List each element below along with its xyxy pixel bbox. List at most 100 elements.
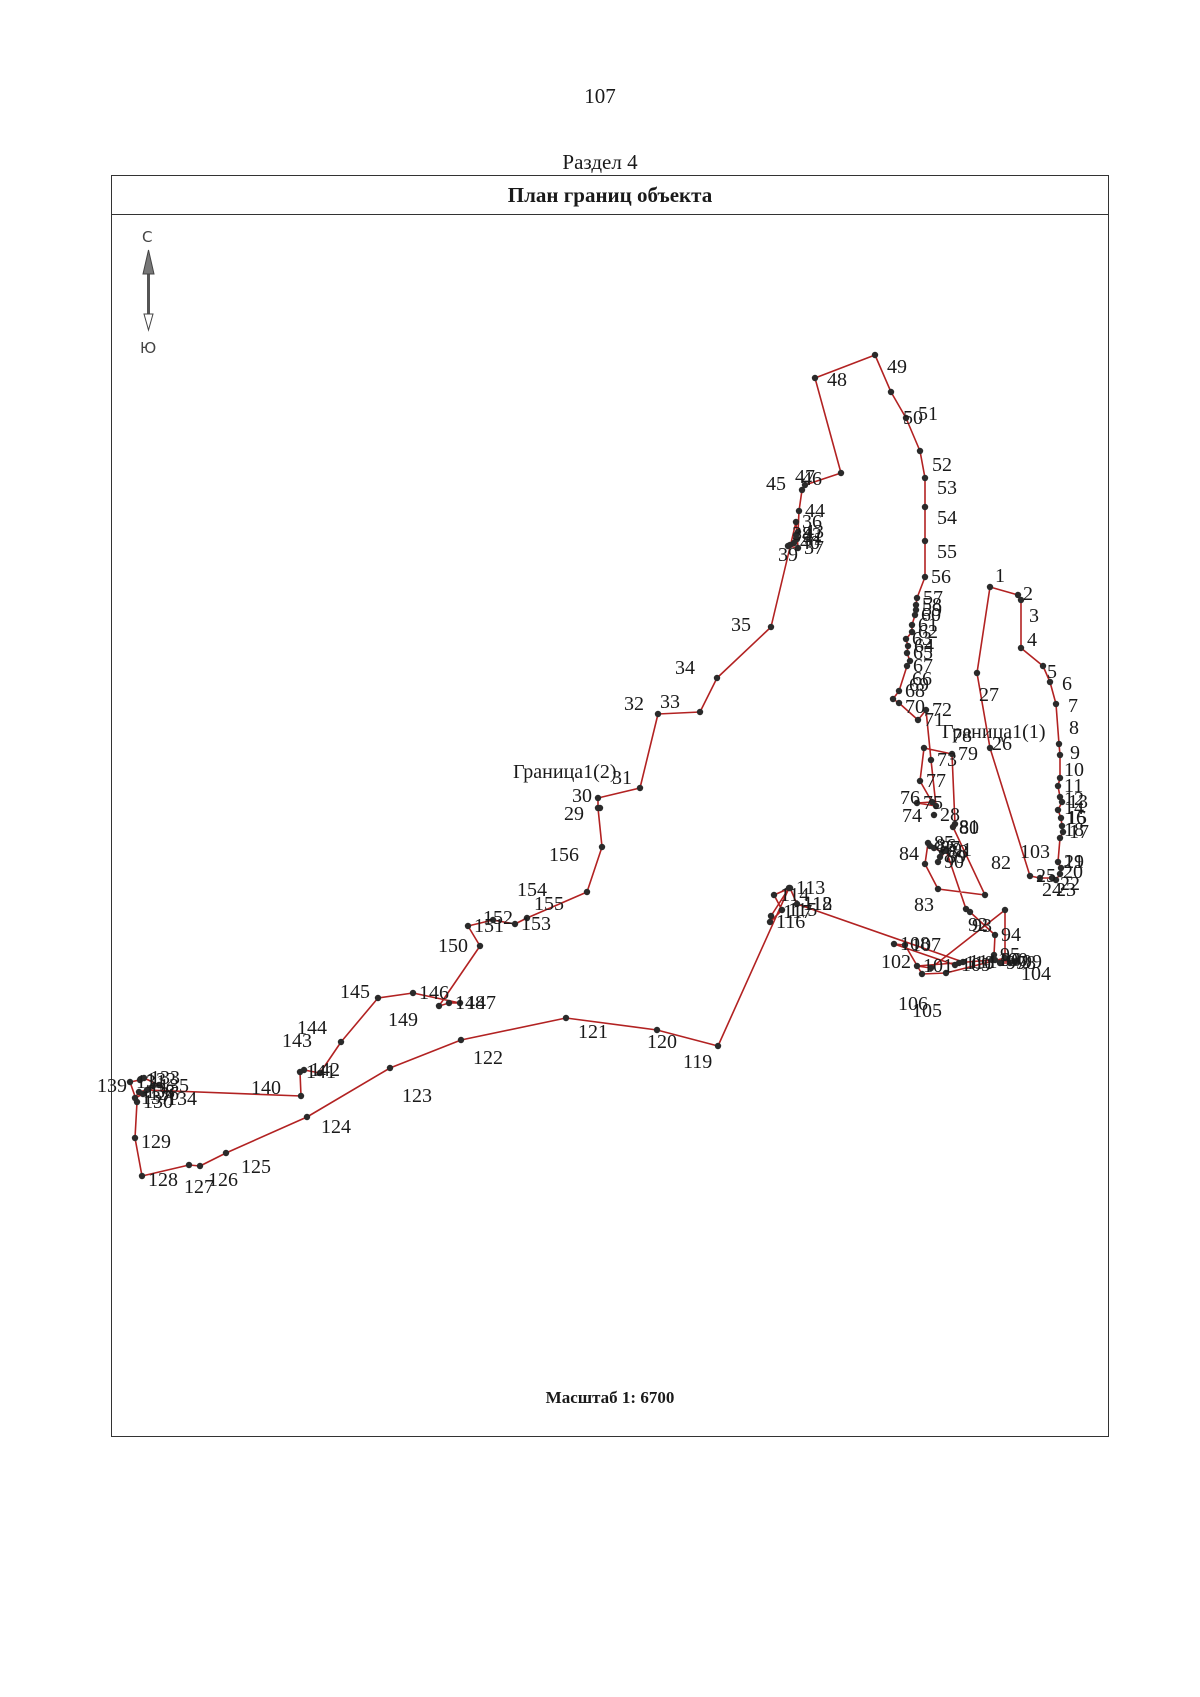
vertex-label-55: 55 bbox=[937, 541, 957, 563]
vertex-label-4: 4 bbox=[1027, 629, 1037, 651]
vertex-label-127: 127 bbox=[184, 1176, 214, 1198]
vertex-point-100 bbox=[988, 956, 996, 964]
vertex-point-56 bbox=[921, 573, 929, 581]
vertex-label-122: 122 bbox=[473, 1047, 503, 1069]
vertex-label-129: 129 bbox=[141, 1131, 171, 1153]
vertex-point-33 bbox=[696, 708, 704, 716]
vertex-point-84 bbox=[921, 860, 929, 868]
vertex-label-33: 33 bbox=[660, 691, 680, 713]
vertex-label-43: 43 bbox=[804, 521, 824, 543]
vertex-label-71: 71 bbox=[924, 709, 944, 731]
vertex-label-100: 100 bbox=[998, 949, 1028, 971]
vertex-label-128: 128 bbox=[148, 1169, 178, 1191]
vertex-point-81 bbox=[949, 823, 957, 831]
vertex-label-131: 131 bbox=[136, 1071, 166, 1093]
vertex-point-77 bbox=[916, 777, 924, 785]
vertex-label-151: 151 bbox=[474, 915, 504, 937]
vertex-point-60 bbox=[911, 611, 919, 619]
vertex-point-154 bbox=[523, 914, 531, 922]
vertex-point-114 bbox=[770, 891, 778, 899]
vertex-point-122 bbox=[457, 1036, 465, 1044]
vertex-point-107 bbox=[901, 941, 909, 949]
vertex-point-51 bbox=[902, 414, 910, 422]
vertex-point-101 bbox=[913, 962, 921, 970]
page-number: 107 bbox=[584, 84, 616, 108]
vertex-point-52 bbox=[916, 447, 924, 455]
vertex-label-26: 26 bbox=[992, 733, 1012, 755]
vertex-point-126 bbox=[196, 1162, 204, 1170]
vertex-point-140 bbox=[297, 1092, 305, 1100]
vertex-point-156 bbox=[598, 843, 606, 851]
vertex-label-134: 134 bbox=[167, 1088, 197, 1110]
vertex-point-61 bbox=[908, 621, 916, 629]
vertex-point-9 bbox=[1056, 751, 1064, 759]
vertex-point-118 bbox=[785, 884, 793, 892]
vertex-point-20 bbox=[1057, 864, 1065, 872]
vertex-point-95 bbox=[990, 951, 998, 959]
vertex-point-50 bbox=[887, 388, 895, 396]
vertex-point-117 bbox=[767, 912, 775, 920]
vertex-point-5 bbox=[1039, 662, 1047, 670]
vertex-point-73 bbox=[927, 756, 935, 764]
vertex-label-82: 82 bbox=[991, 852, 1011, 874]
vertex-point-6 bbox=[1046, 678, 1054, 686]
vertex-point-57 bbox=[913, 594, 921, 602]
vertex-point-69 bbox=[889, 695, 897, 703]
vertex-label-145: 145 bbox=[340, 981, 370, 1003]
vertex-label-139: 139 bbox=[97, 1075, 127, 1097]
vertex-point-83 bbox=[934, 885, 942, 893]
vertex-label-110: 110 bbox=[965, 952, 994, 974]
vertex-point-137 bbox=[131, 1094, 139, 1102]
vertex-label-41: 41 bbox=[803, 528, 823, 550]
vertex-label-146: 146 bbox=[419, 982, 449, 1004]
vertex-point-78 bbox=[920, 744, 928, 752]
vertex-label-2: 2 bbox=[1023, 583, 1033, 605]
vertex-point-14 bbox=[1054, 806, 1062, 814]
vertex-label-102: 102 bbox=[881, 951, 911, 973]
vertex-label-77: 77 bbox=[926, 770, 946, 792]
vertex-point-103 bbox=[1001, 906, 1009, 914]
vertex-point-144 bbox=[337, 1038, 345, 1046]
vertex-point-63 bbox=[902, 635, 910, 643]
vertex-label-117: 117 bbox=[783, 901, 812, 923]
vertex-point-131 bbox=[126, 1078, 134, 1086]
vertex-label-27: 27 bbox=[979, 684, 999, 706]
vertex-label-65: 65 bbox=[913, 642, 933, 664]
vertex-label-10: 10 bbox=[1064, 759, 1084, 781]
vertex-point-75 bbox=[913, 799, 921, 807]
vertex-point-65 bbox=[903, 649, 911, 657]
vertex-label-130: 130 bbox=[143, 1091, 173, 1113]
vertex-label-30: 30 bbox=[572, 785, 592, 807]
vertex-label-81: 81 bbox=[959, 816, 979, 838]
vertex-label-31: 31 bbox=[612, 767, 632, 789]
vertex-point-3 bbox=[1017, 596, 1025, 604]
boundary-line-1 bbox=[976, 586, 1064, 881]
vertex-label-83: 83 bbox=[914, 894, 934, 916]
vertex-label-153: 153 bbox=[521, 913, 551, 935]
section-label: Раздел 4 bbox=[562, 150, 638, 174]
vertex-label-113: 113 bbox=[796, 877, 825, 899]
vertex-label-32: 32 bbox=[624, 693, 644, 715]
vertex-label-87: 87 bbox=[940, 837, 960, 859]
vertex-label-38: 38 bbox=[792, 523, 812, 545]
vertex-point-150 bbox=[476, 942, 484, 950]
vertex-label-132: 132 bbox=[146, 1069, 176, 1091]
vertex-label-133: 133 bbox=[150, 1067, 180, 1089]
vertex-label-49: 49 bbox=[887, 356, 907, 378]
vertex-label-109: 109 bbox=[961, 954, 991, 976]
vertex-point-151 bbox=[464, 922, 472, 930]
vertex-point-32 bbox=[654, 710, 662, 718]
vertex-label-149: 149 bbox=[388, 1009, 418, 1031]
vertex-label-47: 47 bbox=[795, 466, 815, 488]
vertex-point-46 bbox=[801, 481, 809, 489]
vertex-point-124 bbox=[303, 1113, 311, 1121]
vertex-label-53: 53 bbox=[937, 477, 957, 499]
vertex-label-40: 40 bbox=[800, 532, 820, 554]
vertex-label-59: 59 bbox=[922, 599, 942, 621]
vertex-point-47 bbox=[837, 469, 845, 477]
vertex-label-94: 94 bbox=[1001, 924, 1021, 946]
vertex-point-11 bbox=[1054, 782, 1062, 790]
vertex-point-108 bbox=[890, 940, 898, 948]
vertex-point-35 bbox=[767, 623, 775, 631]
vertex-point-55 bbox=[921, 537, 929, 545]
